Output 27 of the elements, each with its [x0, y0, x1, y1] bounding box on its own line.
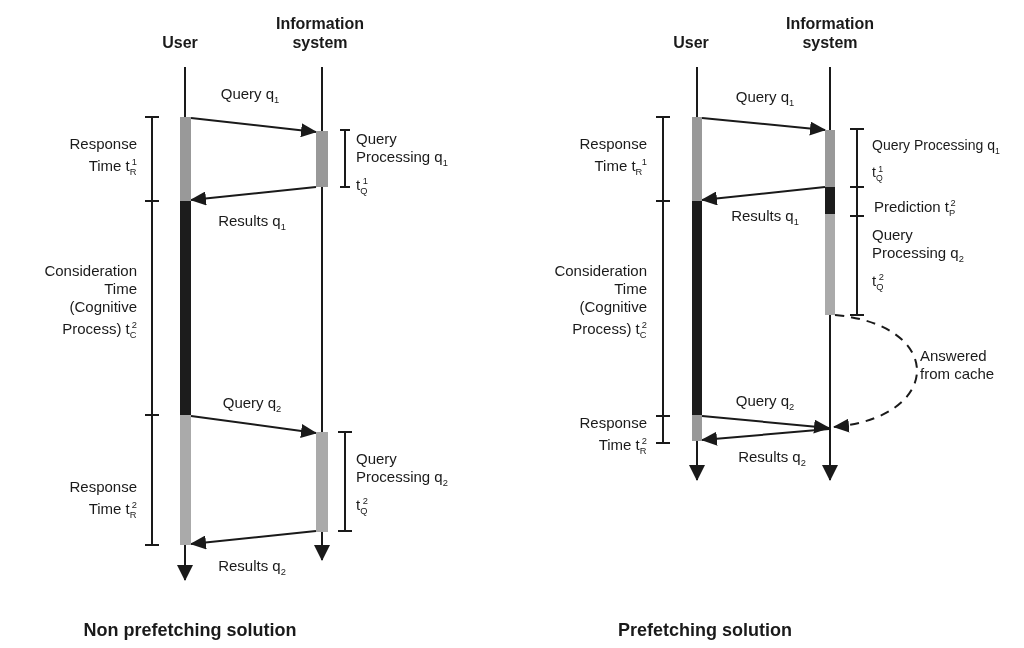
activation-bar: [316, 131, 328, 187]
lifeline-header: User: [120, 33, 240, 52]
message-arrow: [190, 186, 317, 206]
message-arrow: [701, 428, 830, 446]
lifeline-header: Information system: [770, 14, 890, 52]
activation-bar: [180, 117, 191, 201]
annotation: Answered from cache: [920, 347, 995, 383]
activation-bar: [692, 415, 702, 441]
message-arrow: [190, 530, 317, 550]
activation-bar: [825, 214, 835, 315]
activation-bar: [825, 187, 835, 214]
message-arrow: [701, 415, 830, 434]
lifeline-header: Information system: [260, 14, 380, 52]
activation-bar: [692, 117, 702, 201]
panel-caption: Prefetching solution: [618, 620, 792, 641]
activation-bar: [692, 201, 702, 415]
panel-caption: Non prefetching solution: [83, 620, 297, 641]
activation-bar: [825, 130, 835, 187]
activation-bar: [180, 415, 191, 545]
lifeline-header: User: [631, 33, 751, 52]
message-arrow: [833, 314, 918, 432]
message-arrow: [701, 117, 826, 136]
message-arrow: [701, 186, 826, 206]
message-arrow: [190, 117, 317, 138]
activation-bar: [180, 201, 191, 415]
activation-bar: [316, 432, 328, 532]
message-arrow: [190, 415, 317, 438]
